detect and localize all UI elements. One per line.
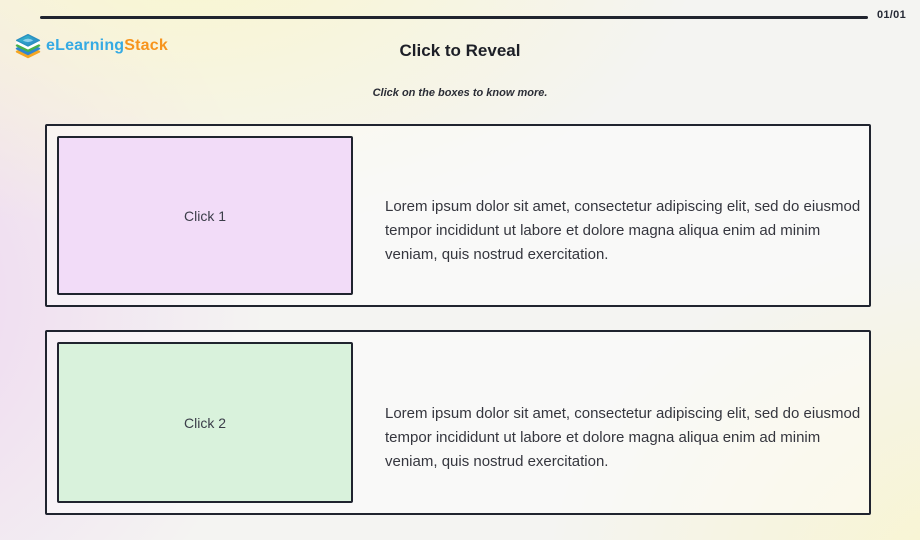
brand-name-first: eLearning <box>46 37 125 54</box>
brand-logo: eLearning Stack <box>14 32 168 60</box>
card-1-text: Lorem ipsum dolor sit amet, consectetur … <box>385 197 861 263</box>
click-2-button[interactable]: Click 2 <box>57 342 353 503</box>
page-title: Click to Reveal <box>399 41 521 60</box>
reveal-card-2: Click 2 Lorem ipsum dolor sit amet, cons… <box>45 330 871 515</box>
layers-stack-icon <box>15 33 41 59</box>
brand-name: eLearning Stack <box>46 37 168 55</box>
progress-line <box>40 16 868 19</box>
click-1-button[interactable]: Click 1 <box>57 136 353 295</box>
brand-name-second: Stack <box>124 37 168 54</box>
page-subtitle: Click on the boxes to know more. <box>372 87 548 99</box>
reveal-card-1: Click 1 Lorem ipsum dolor sit amet, cons… <box>45 124 871 307</box>
card-2-text: Lorem ipsum dolor sit amet, consectetur … <box>385 404 861 470</box>
page-indicator: 01/01 <box>876 9 906 21</box>
